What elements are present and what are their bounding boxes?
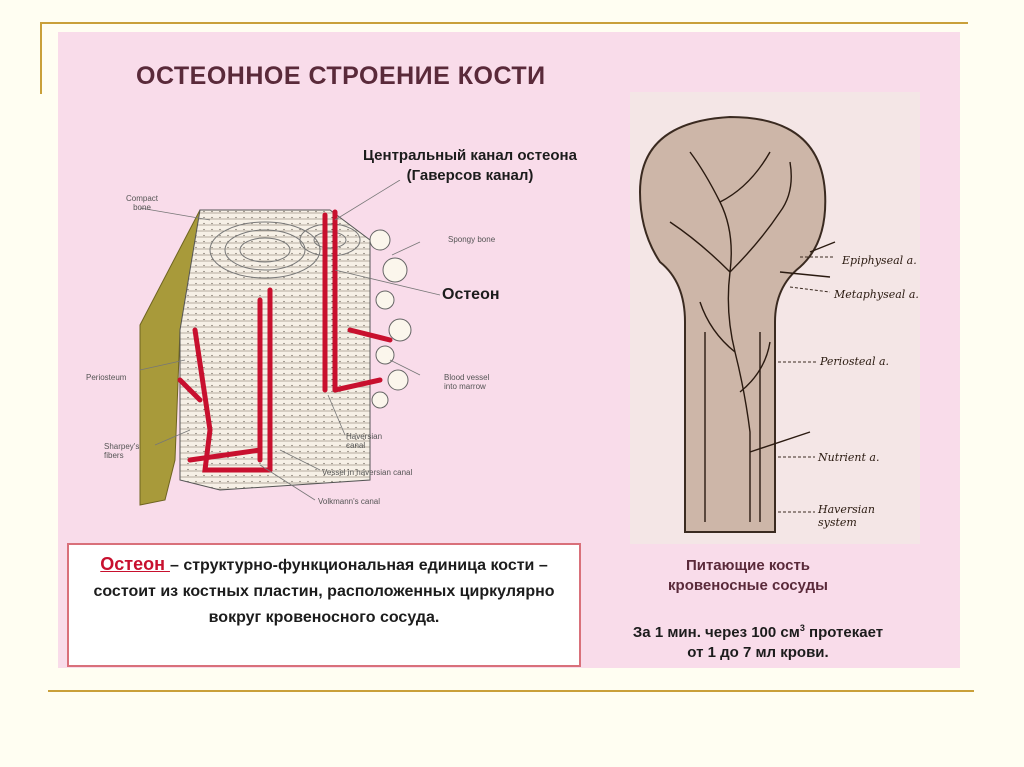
- label-haversian-system-line2: system: [818, 516, 857, 529]
- label-blood-vessel: Blood vessel into marrow: [444, 373, 489, 391]
- definition-rest: – структурно-функциональная единица кост…: [93, 557, 555, 626]
- label-nutrient: Nutrient a.: [818, 451, 880, 464]
- blood-flow-text: За 1 мин. через 100 см3 протекает от 1 д…: [598, 618, 918, 663]
- label-sharpeys-line1: Sharpey's: [104, 442, 140, 451]
- vessels-caption: Питающие кость кровеносные сосуды: [628, 556, 868, 596]
- label-haversian-canal: Haversian canal: [346, 432, 382, 450]
- label-haversian-line1: Haversian: [346, 432, 383, 441]
- slide-title: ОСТЕОННОЕ СТРОЕНИЕ КОСТИ: [136, 62, 546, 90]
- label-vessel-in-canal: Vessel in haversian canal: [322, 468, 413, 477]
- label-periosteum: Periosteum: [86, 373, 127, 382]
- label-epiphyseal: Epiphyseal a.: [842, 254, 917, 267]
- bone-vessels-illustration: [630, 92, 920, 544]
- blood-flow-unit-sup: 3: [799, 623, 805, 633]
- label-haversian-system-line1: Haversian: [818, 503, 875, 516]
- bone-outline: [638, 115, 827, 533]
- spongy-bone: [369, 229, 412, 409]
- label-sharpeys-fibers: Sharpey's fibers: [104, 442, 139, 460]
- central-canal-label-line2: (Гаверсов канал): [406, 167, 534, 184]
- label-compact-bone: Compact bone: [126, 194, 158, 212]
- label-blood-vessel-line1: Blood vessel: [444, 373, 490, 382]
- central-canal-label: Центральный канал остеона (Гаверсов кана…: [330, 146, 610, 186]
- vessels-caption-line1: Питающие кость: [685, 557, 811, 574]
- label-compact-bone-line1: Compact: [126, 194, 159, 203]
- bone-vessel-tree: [669, 151, 836, 522]
- right-leader-lines: [778, 256, 835, 513]
- label-volkmanns-canal: Volkmann's canal: [318, 497, 381, 506]
- label-blood-vessel-line2: into marrow: [444, 382, 486, 391]
- blood-flow-line1: За 1 мин. через 100 см3 протекает: [598, 618, 918, 643]
- blood-flow-line1-pre: За 1 мин. через 100 см: [632, 624, 800, 641]
- vessels-caption-line2: кровеносные сосуды: [668, 577, 828, 594]
- osteon-label: Остеон: [442, 286, 500, 303]
- blood-flow-line2: от 1 до 7 мл крови.: [687, 644, 829, 661]
- definition-term: Остеон: [100, 554, 170, 574]
- definition-text: Остеон – структурно-функциональная едини…: [73, 551, 575, 631]
- blood-flow-line1-post: протекает: [804, 624, 884, 641]
- label-periosteal: Periosteal a.: [820, 355, 890, 368]
- frame-top-line: [40, 22, 968, 24]
- frame-bottom-line: [48, 690, 974, 692]
- blood-vessels: [177, 209, 393, 473]
- label-metaphyseal: Metaphyseal a.: [834, 288, 919, 301]
- definition-box: Остеон – структурно-функциональная едини…: [67, 543, 581, 667]
- label-sharpeys-line2: fibers: [104, 451, 124, 460]
- label-spongy-bone: Spongy bone: [448, 235, 496, 244]
- label-compact-bone-line2: bone: [133, 203, 151, 212]
- bone-section-illustration: [139, 180, 441, 506]
- osteon-top-rings: [209, 221, 321, 279]
- label-haversian-system: Haversian system: [818, 503, 875, 529]
- label-haversian-line2: canal: [346, 441, 366, 450]
- frame-left-line: [40, 22, 42, 94]
- central-canal-label-line1: Центральный канал остеона: [363, 147, 577, 164]
